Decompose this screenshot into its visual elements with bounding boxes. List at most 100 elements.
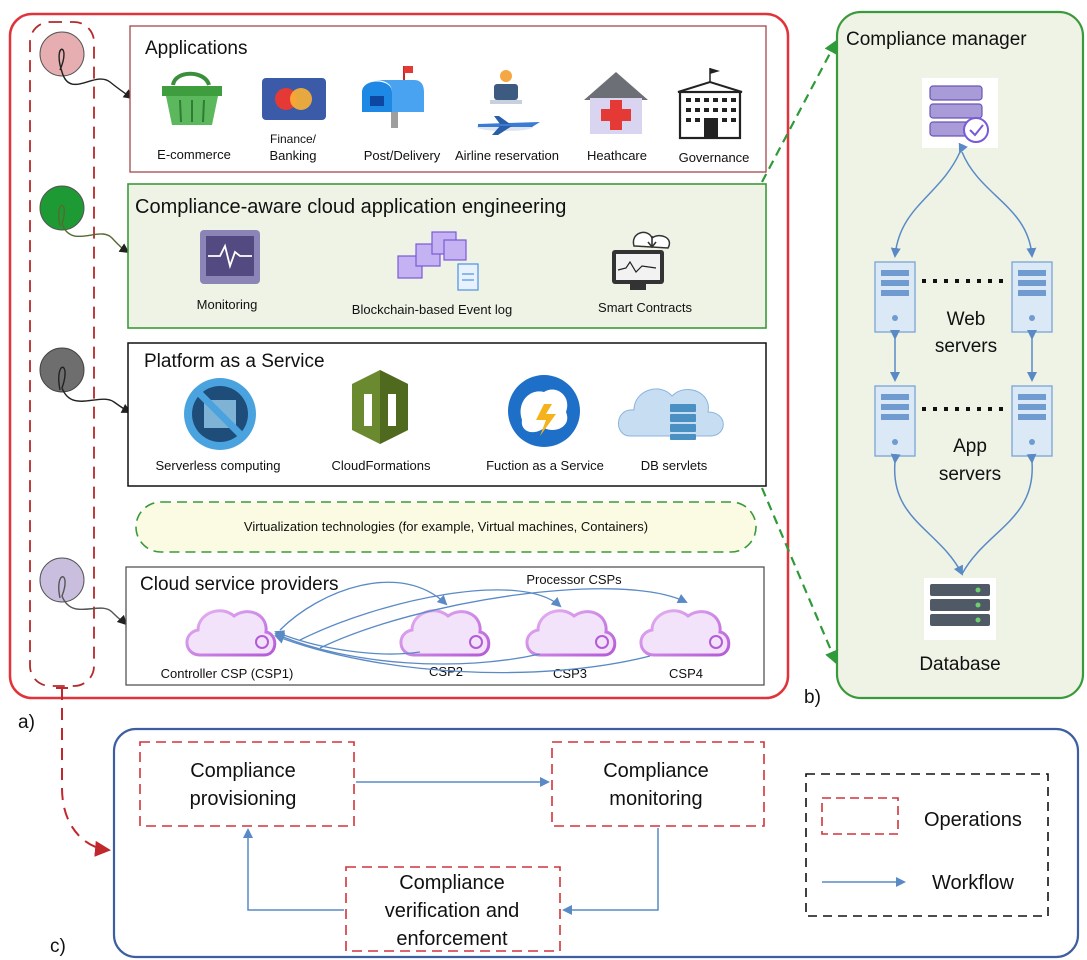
label-serverless: Serverless computing <box>156 458 281 473</box>
layer-circle-paas[interactable] <box>39 347 85 393</box>
db-cloud-icon <box>618 388 724 440</box>
label-fuction-as-a-service: Fuction as a Service <box>486 458 604 473</box>
government-building-icon <box>677 68 743 140</box>
provisioning-line2: provisioning <box>190 788 297 810</box>
csp-arrow-5 <box>274 632 541 665</box>
panel-a-label: a) <box>18 712 35 733</box>
virtualization-text: Virtualization technologies (for example… <box>244 519 648 534</box>
label-smart-contracts: Smart Contracts <box>598 300 692 315</box>
app-server-right-icon <box>1011 385 1053 457</box>
layer-circle-applications[interactable] <box>39 31 85 77</box>
panel-a-to-c-arrow <box>61 688 111 857</box>
applications-layer: Applications E-commerce Finance/ Banking <box>129 25 767 173</box>
hospital-icon <box>584 72 648 134</box>
layer-selector-column <box>29 21 95 687</box>
monitoring-line2: monitoring <box>609 788 702 810</box>
blockchain-icon <box>397 231 479 291</box>
arrow-app-db-left <box>890 453 963 576</box>
verification-line2: verification and <box>385 900 520 922</box>
panel-a-frame <box>8 12 790 700</box>
legend-workflow-label: Workflow <box>932 872 1014 894</box>
csp-arrow-2 <box>299 589 562 641</box>
label-csp4: CSP4 <box>669 666 703 681</box>
legend-operations-label: Operations <box>924 809 1022 831</box>
workflow-monitoring-to-verification <box>562 828 659 915</box>
monitoring-icon <box>200 230 260 284</box>
label-airline-reservation: Airline reservation <box>455 148 559 163</box>
csp-arrow-1 <box>279 581 448 631</box>
label-csp2: CSP2 <box>429 664 463 679</box>
monitoring-line1: Compliance <box>603 760 709 782</box>
applications-title: Applications <box>145 38 247 59</box>
app-server-left-icon <box>874 385 916 457</box>
serverless-icon <box>184 378 256 450</box>
cloud-csp4-icon <box>639 609 731 657</box>
panel-c-label: c) <box>50 936 66 957</box>
panel-a: Applications E-commerce Finance/ Banking <box>8 12 790 733</box>
web-servers-label: servers <box>935 336 997 357</box>
cloud-csp3-icon <box>525 609 617 657</box>
compliance-provisioning-box <box>139 741 355 827</box>
label-governance: Governance <box>679 150 750 165</box>
connector-engineering <box>58 204 130 254</box>
smart-contract-icon <box>612 231 671 290</box>
compliance-server-icon <box>922 78 998 148</box>
pointer-line-bottom <box>760 487 839 665</box>
pointer-line-top <box>761 39 838 183</box>
arrow-app-db-right <box>961 453 1037 575</box>
csp-arrow-4 <box>274 630 421 655</box>
compliance-monitoring-box <box>551 741 765 827</box>
legend-box <box>805 773 1049 917</box>
label-cloudformations: CloudFormations <box>332 458 431 473</box>
label-monitoring: Monitoring <box>197 297 258 312</box>
layer-circle-csp[interactable] <box>39 557 85 603</box>
cloudformation-icon <box>352 370 408 444</box>
airline-icon <box>477 70 540 135</box>
arrow-manager-web-right <box>961 151 1037 258</box>
label-blockchain-event-log: Blockchain-based Event log <box>352 302 512 317</box>
mailbox-icon <box>362 66 424 128</box>
label-banking: Banking <box>270 148 317 163</box>
app-servers-label: servers <box>939 464 1001 485</box>
label-ecommerce: E-commerce <box>157 147 231 162</box>
label-healthcare: Heathcare <box>587 148 647 163</box>
database-icon <box>924 578 996 640</box>
label-finance: Finance/ <box>270 132 317 146</box>
processor-csps-label: Processor CSPs <box>526 572 622 587</box>
cloud-csp2-icon <box>399 609 491 657</box>
engineering-layer: Compliance-aware cloud application engin… <box>127 183 767 329</box>
connector-paas <box>58 366 132 413</box>
ecommerce-basket-icon <box>162 71 222 125</box>
provisioning-line1: Compliance <box>190 760 296 782</box>
csp-title: Cloud service providers <box>140 574 339 595</box>
app-label: App <box>953 436 987 457</box>
panel-b-label: b) <box>804 687 821 708</box>
panel-c: Compliance provisioning Compliance monit… <box>50 687 1080 959</box>
engineering-title: Compliance-aware cloud application engin… <box>135 196 566 218</box>
csp-layer: Cloud service providers Processor CSPs C… <box>125 566 765 686</box>
csp-arrow-6 <box>274 634 651 674</box>
panel-b: Compliance manager <box>760 10 1085 708</box>
panel-c-frame <box>112 727 1080 959</box>
paas-title: Platform as a Service <box>144 351 325 372</box>
credit-card-icon <box>262 78 326 120</box>
connector-csp <box>58 576 128 626</box>
paas-layer: Platform as a Service Serverless computi… <box>127 342 767 487</box>
database-label: Database <box>919 654 1000 675</box>
label-post-delivery: Post/Delivery <box>364 148 441 163</box>
compliance-manager-title: Compliance manager <box>846 29 1027 50</box>
legend-operations-swatch <box>821 797 899 835</box>
virtualization-layer: Virtualization technologies (for example… <box>135 501 757 553</box>
layer-circle-engineering[interactable] <box>39 185 85 231</box>
web-label: Web <box>947 309 986 330</box>
function-as-service-icon <box>508 375 580 447</box>
web-server-right-icon <box>1011 261 1053 333</box>
connector-applications <box>58 48 132 98</box>
label-db-servlets: DB servlets <box>641 458 708 473</box>
compliance-verification-box <box>345 866 561 952</box>
arrow-manager-web-left <box>890 142 968 258</box>
verification-line1: Compliance <box>399 872 505 894</box>
workflow-verification-to-provisioning <box>243 828 344 911</box>
web-server-left-icon <box>874 261 916 333</box>
